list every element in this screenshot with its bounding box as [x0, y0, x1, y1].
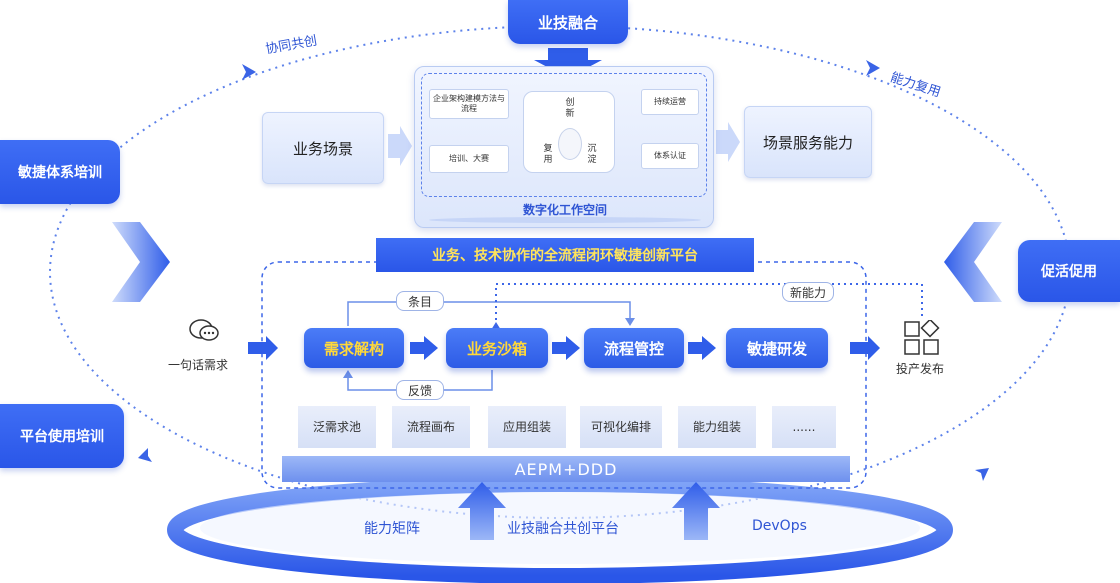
business-scene-box: 业务场景: [262, 112, 384, 184]
tag-feedback: 反馈: [396, 380, 444, 400]
platform-banner: 业务、技术协作的全流程闭环敏捷创新平台: [376, 238, 754, 272]
ring-arrow-top-right: [866, 60, 880, 76]
cycle-innovate: 创新: [565, 98, 575, 119]
tile-process-canvas: 流程画布: [392, 406, 470, 448]
innovation-cycle: 创新 复用 沉淀: [523, 91, 615, 173]
platform-container: [261, 261, 867, 489]
workspace-item-operation: 持续运营: [641, 89, 699, 115]
scene-service-box: 场景服务能力: [744, 106, 872, 178]
step-business-sandbox[interactable]: 业务沙箱: [446, 328, 548, 368]
arrow-scene-to-workspace: [388, 126, 412, 166]
tag-items: 条目: [396, 291, 444, 311]
cycle-settle: 沉淀: [587, 144, 597, 165]
digital-workspace: 企业架构建模方法与流程 培训、大赛 持续运营 体系认证 创新 复用 沉淀 数字化…: [414, 66, 714, 228]
input-label: 一句话需求: [168, 358, 229, 372]
arrow-step1-2: [410, 336, 438, 360]
chat-icon: [188, 318, 220, 344]
arrow-step3-4: [688, 336, 716, 360]
tile-app-assembly: 应用组装: [488, 406, 566, 448]
big-arrow-right: [944, 222, 1002, 302]
foundation-bar: AEPM+DDD: [282, 456, 850, 482]
workspace-item-certification: 体系认证: [641, 143, 699, 169]
step-process-control[interactable]: 流程管控: [584, 328, 684, 368]
output-label: 投产发布: [896, 362, 945, 376]
bottom-swirl: [167, 476, 953, 583]
arrow-step2-3: [552, 336, 580, 360]
bottom-label-devops: DevOps: [752, 518, 807, 534]
bracket-top: [347, 301, 631, 326]
bottom-label-platform: 业技融合共创平台: [507, 521, 619, 537]
tile-more: ......: [772, 406, 836, 448]
tile-demand-pool: 泛需求池: [298, 406, 376, 448]
tag-new-capability: 新能力: [782, 282, 834, 302]
arrow-input: [248, 336, 278, 360]
workspace-item-architecture: 企业架构建模方法与流程: [429, 89, 509, 119]
tile-capability-assembly: 能力组装: [678, 406, 756, 448]
top-header-badge: 业技融合: [508, 0, 628, 44]
arrow-workspace-to-service: [716, 122, 740, 162]
up-arrow-right: [672, 482, 720, 540]
tile-visual-orchestration: 可视化编排: [580, 406, 662, 448]
bottom-label-capability-matrix: 能力矩阵: [364, 521, 420, 537]
ring-arrow-top-left: [242, 64, 256, 80]
workspace-item-training: 培训、大赛: [429, 145, 509, 173]
step-requirement-decomposition[interactable]: 需求解构: [304, 328, 404, 368]
up-arrow-left: [458, 482, 506, 540]
top-down-arrow: [534, 48, 602, 78]
big-arrow-left: [112, 222, 170, 302]
platform-training-button[interactable]: 平台使用培训: [0, 404, 124, 468]
arrow-output: [850, 336, 880, 360]
activation-button[interactable]: 促活促用: [1018, 240, 1120, 302]
workspace-title: 数字化工作空间: [522, 203, 607, 217]
cycle-reuse: 复用: [543, 144, 553, 165]
release-icon: [904, 318, 940, 356]
agile-training-button[interactable]: 敏捷体系培训: [0, 140, 120, 204]
new-capability-line: [495, 283, 923, 326]
ring-arrow-bottom-right: [975, 468, 989, 481]
step-agile-development[interactable]: 敏捷研发: [726, 328, 828, 368]
ring-arrow-bottom-left: [138, 448, 152, 462]
